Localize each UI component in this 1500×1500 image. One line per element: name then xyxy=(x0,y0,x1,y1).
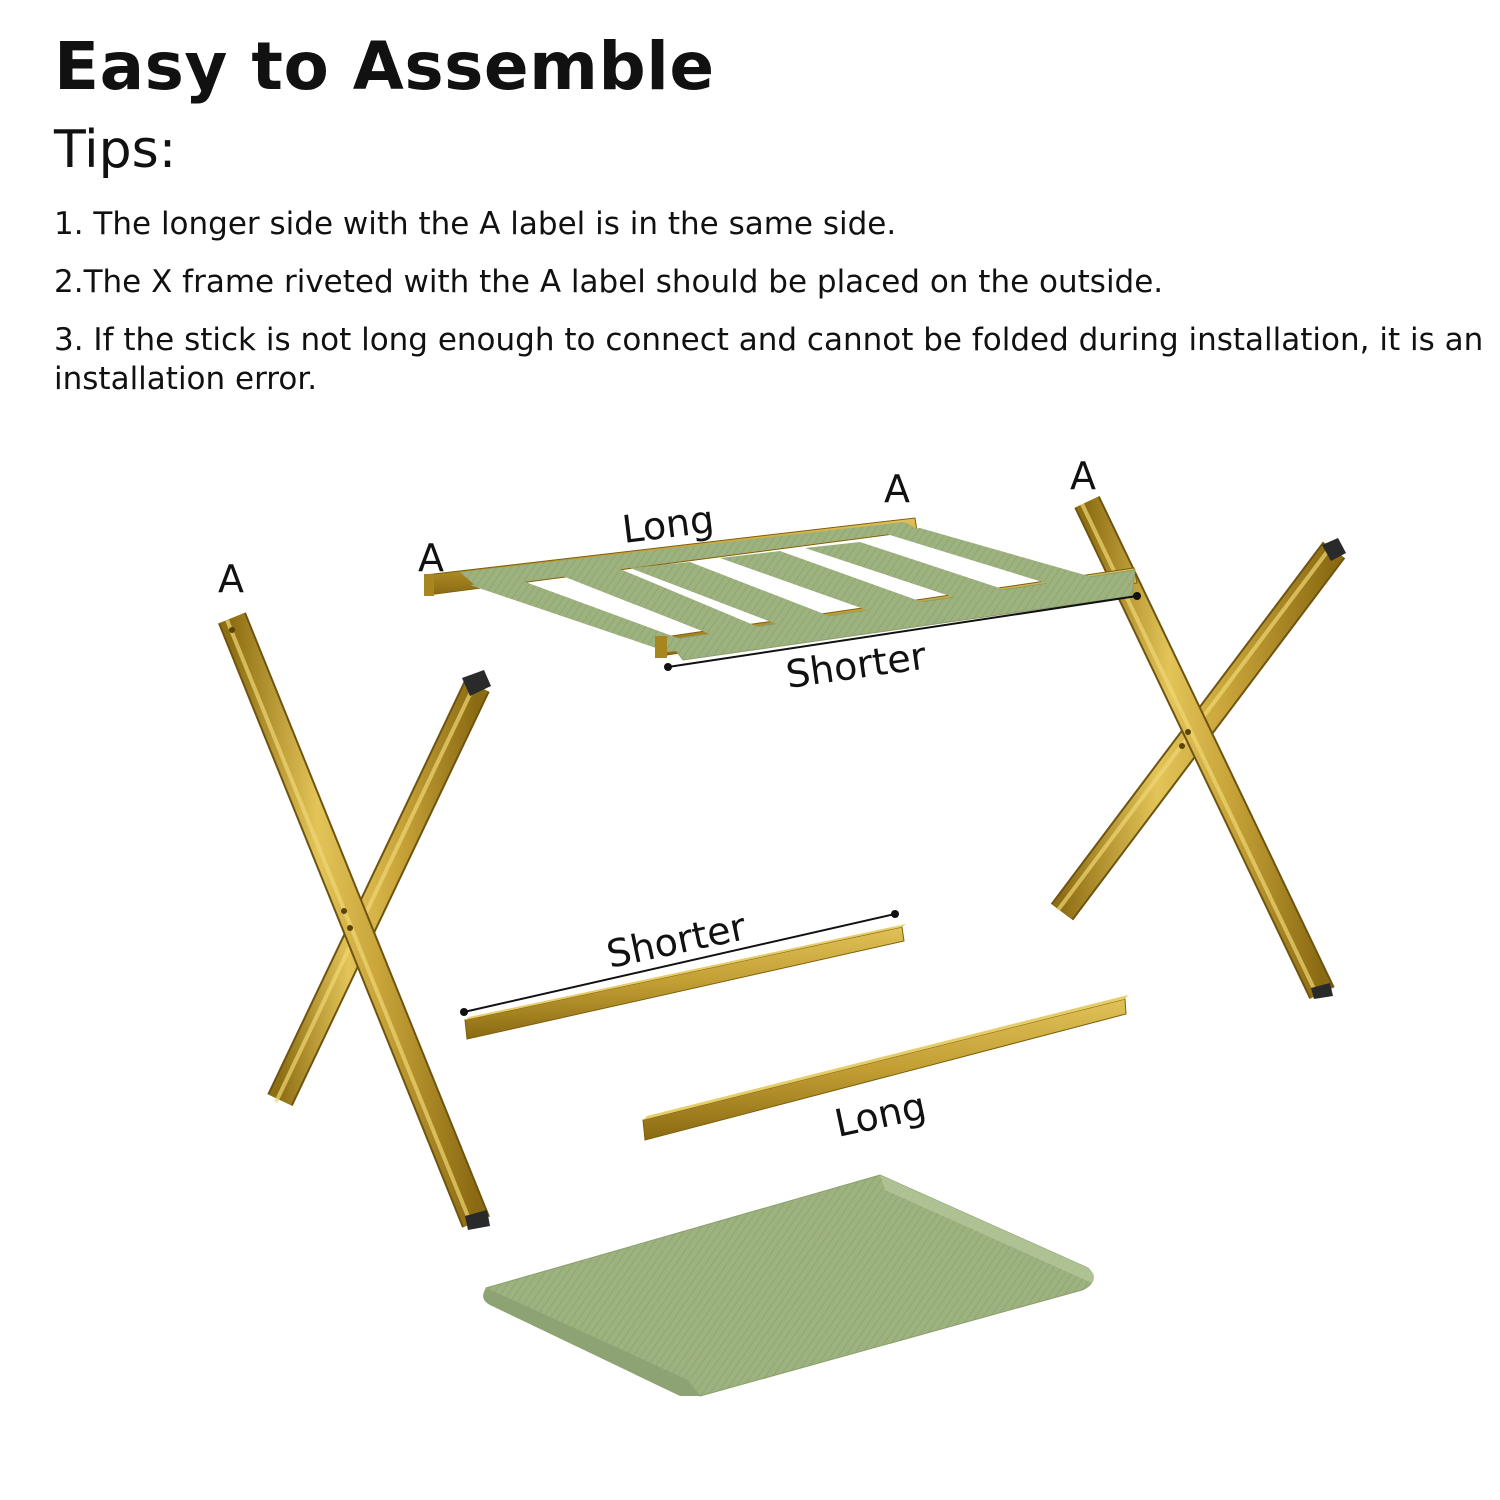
top-frame xyxy=(424,517,1138,661)
label-shorter-top: Shorter xyxy=(783,634,929,697)
left-leg-front xyxy=(218,612,490,1230)
left-x-frame xyxy=(218,612,491,1230)
tips-list: 1. The longer side with the A label is i… xyxy=(54,205,1484,418)
label-a-top-left: A xyxy=(418,536,444,580)
tip-item-3: 3. If the stick is not long enough to co… xyxy=(54,322,1484,397)
label-a-top-right: A xyxy=(884,467,910,511)
fabric-sheet xyxy=(483,1174,1095,1397)
label-a-right-leg: A xyxy=(1070,454,1096,498)
shorter-rail-measure xyxy=(460,910,899,1016)
shorter-rail xyxy=(464,924,906,1040)
label-a-left-leg: A xyxy=(218,557,244,601)
top-shorter-measure xyxy=(664,592,1141,671)
left-leg-back xyxy=(267,670,491,1107)
long-rail xyxy=(642,995,1128,1141)
tip-item-1: 1. The longer side with the A label is i… xyxy=(54,206,897,242)
page-title: Easy to Assemble xyxy=(54,28,715,105)
tips-heading: Tips: xyxy=(54,120,177,180)
tip-item-2: 2.The X frame riveted with the A label s… xyxy=(54,264,1164,300)
label-long-rail: Long xyxy=(831,1084,930,1146)
